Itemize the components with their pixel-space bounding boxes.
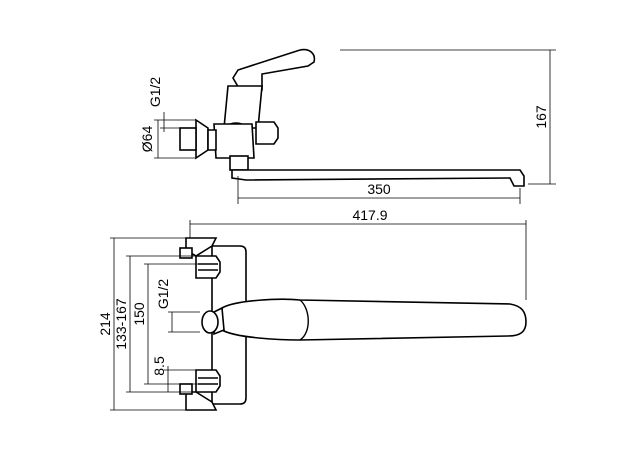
lever-handle [232,48,316,91]
bottom-nut [195,369,221,393]
inlet-pipe [179,127,197,151]
dim-8-5: 8.5 [151,356,167,376]
dim-133-167: 133-167 [113,298,129,350]
eccentric-nut [207,129,217,151]
wall-flange [195,118,209,160]
front-knob-round [201,310,219,334]
front-lever [221,298,527,341]
front-view: 417.9 214 133-167 150 [97,207,527,411]
top-nut [195,255,221,279]
dim-g12-front: G1/2 [155,279,171,310]
spout [231,169,525,187]
dim-167: 167 [533,105,549,129]
dim-g12-top: G1/2 [147,77,163,108]
side-knob [255,121,279,145]
valve-body [213,123,255,159]
bottom-inlet [179,383,193,395]
dim-150: 150 [131,302,147,326]
lever-tip [299,299,309,341]
spout-joint [229,155,249,171]
dim-350: 350 [367,181,391,197]
dim-214: 214 [97,312,113,336]
side-view: 167 G1/2 Ø64 350 [139,48,556,204]
top-inlet [179,247,193,259]
dim-417-9: 417.9 [352,207,387,223]
dim-diameter-64: Ø64 [139,126,155,153]
